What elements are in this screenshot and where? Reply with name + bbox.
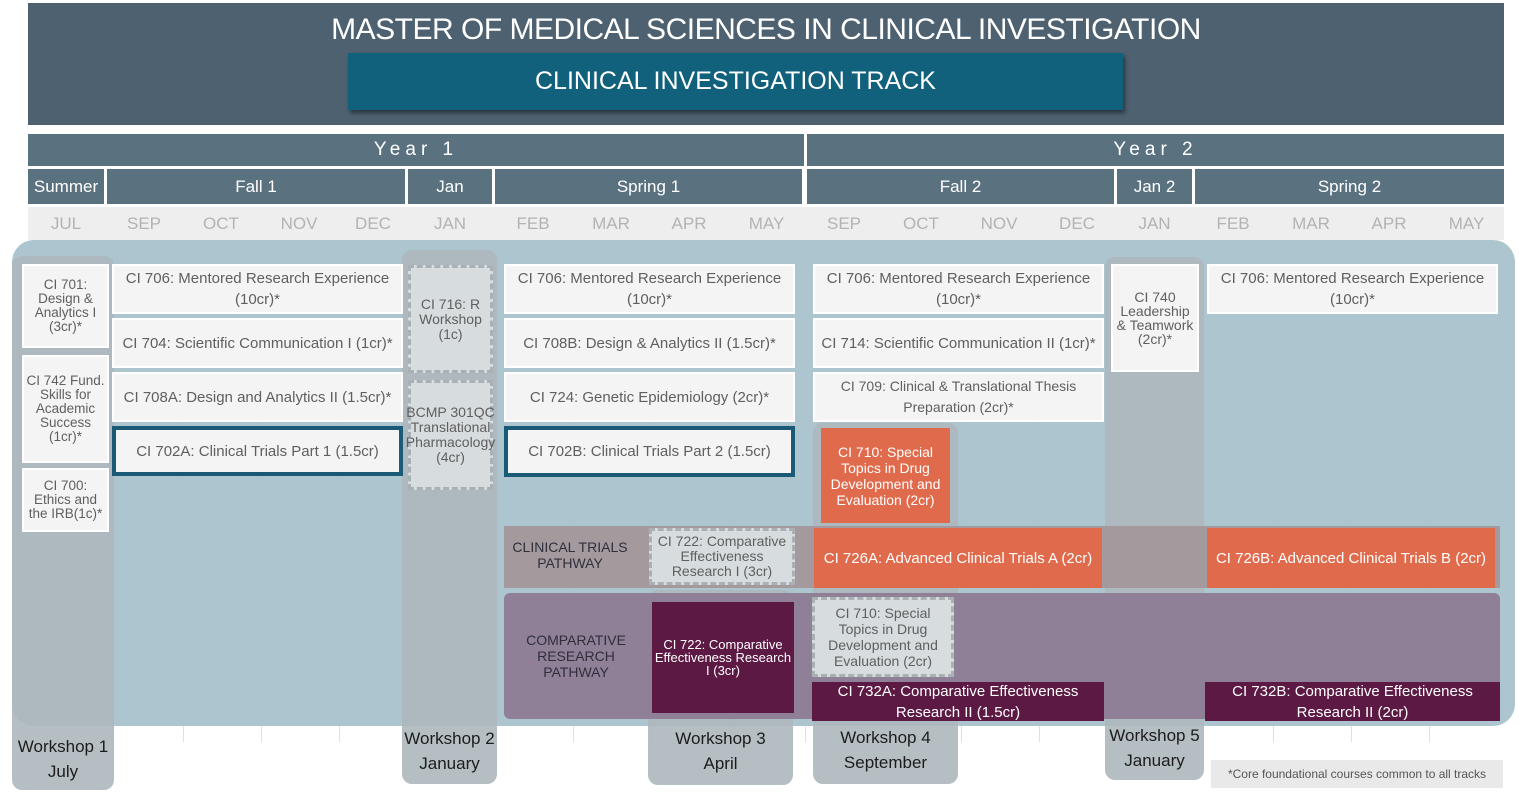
month-label: NOV: [980, 214, 1018, 233]
year-1-header: Year 1: [28, 134, 804, 166]
course-ci-716: CI 716: R Workshop (1c): [408, 265, 493, 373]
term-spring-2: Spring 2: [1195, 169, 1504, 204]
course-ci-732a: CI 732A: Comparative Effectiveness Resea…: [812, 682, 1104, 721]
workshop-2-name: Workshop 2: [404, 729, 495, 748]
course-ci-724: CI 724: Genetic Epidemiology (2cr)*: [504, 372, 795, 422]
term-jan: Jan: [408, 169, 492, 204]
workshop-4-month: September: [843, 753, 928, 772]
course-ci-742: CI 742 Fund. Skills for Academic Success…: [22, 355, 109, 463]
month-label: OCT: [203, 214, 239, 233]
workshop-1-month: July: [47, 762, 79, 781]
course-ci-706-fall-2: CI 706: Mentored Research Experience (10…: [813, 264, 1104, 314]
month-label: FEB: [1216, 214, 1250, 233]
workshop-1-name: Workshop 1: [17, 737, 109, 756]
clinical-trials-pathway-label: CLINICAL TRIALS PATHWAY: [512, 539, 628, 571]
workshop-4-label: Workshop 4 September: [813, 725, 958, 775]
course-ci-701: CI 701: Design & Analytics I (3cr)*: [22, 264, 109, 348]
year-2-header: Year 2: [807, 134, 1504, 166]
month-label: FEB: [516, 214, 550, 233]
month-label: MAY: [748, 214, 785, 233]
month-label: APR: [671, 214, 707, 233]
month-label: APR: [1371, 214, 1407, 233]
term-fall-1: Fall 1: [107, 169, 405, 204]
workshop-3-name: Workshop 3: [675, 729, 766, 748]
workshop-1-label: Workshop 1 July: [12, 734, 114, 784]
course-ci-706-spring-2: CI 706: Mentored Research Experience (10…: [1207, 264, 1498, 314]
workshop-2-month: January: [419, 754, 480, 773]
course-ci-732b: CI 732B: Comparative Effectiveness Resea…: [1205, 682, 1500, 721]
course-ci-722-comparative: CI 722: Comparative Effectiveness Resear…: [652, 602, 794, 713]
term-fall-2: Fall 2: [807, 169, 1114, 204]
course-ci-726a: CI 726A: Advanced Clinical Trials A (2cr…: [814, 528, 1102, 588]
workshop-4-name: Workshop 4: [840, 728, 931, 747]
month-label: DEC: [1059, 214, 1095, 233]
month-label: DEC: [355, 214, 391, 233]
month-label: MAR: [592, 214, 630, 233]
month-label: JUL: [50, 214, 82, 233]
month-label: MAY: [1448, 214, 1485, 233]
course-ci-700: CI 700: Ethics and the IRB(1c)*: [22, 468, 109, 532]
workshop-3-label: Workshop 3 April: [648, 726, 793, 776]
workshop-5-month: January: [1124, 751, 1185, 770]
month-label: SEP: [126, 214, 162, 233]
month-label: SEP: [826, 214, 862, 233]
workshop-5-name: Workshop 5: [1109, 726, 1200, 745]
workshop-3-month: April: [703, 754, 738, 773]
month-row: [28, 207, 1504, 240]
term-spring-1: Spring 1: [495, 169, 802, 204]
course-ci-722-clinical-trials: CI 722: Comparative Effectiveness Resear…: [649, 528, 795, 585]
course-ci-709: CI 709: Clinical & Translational Thesis …: [813, 372, 1104, 422]
month-label: NOV: [280, 214, 318, 233]
course-bcmp-301qc: BCMP 301QC Translational Pharmacology (4…: [406, 380, 495, 490]
course-ci-706-fall-1: CI 706: Mentored Research Experience (10…: [112, 264, 403, 314]
course-ci-726b: CI 726B: Advanced Clinical Trials B (2cr…: [1207, 528, 1495, 588]
month-label: OCT: [903, 214, 939, 233]
comparative-research-pathway-label: COMPARATIVE RESEARCH PATHWAY: [526, 632, 626, 680]
course-ci-708b: CI 708B: Design & Analytics II (1.5cr)*: [504, 318, 795, 368]
course-ci-706-spring-1: CI 706: Mentored Research Experience (10…: [504, 264, 795, 314]
term-jan-2: Jan 2: [1117, 169, 1192, 204]
workshop-2-label: Workshop 2 January: [402, 726, 497, 776]
footnote: *Core foundational courses common to all…: [1211, 760, 1503, 788]
course-ci-710-comparative: CI 710: Special Topics in Drug Developme…: [812, 597, 954, 677]
track-title: CLINICAL INVESTIGATION TRACK: [348, 53, 1123, 110]
month-label: JAN: [1138, 214, 1171, 233]
term-summer: Summer: [28, 169, 104, 204]
month-label: JAN: [433, 214, 467, 233]
workshop-5-label: Workshop 5 January: [1105, 723, 1204, 773]
course-ci-708a: CI 708A: Design and Analytics II (1.5cr)…: [112, 372, 403, 422]
course-ci-704: CI 704: Scientific Communication I (1cr)…: [112, 318, 403, 368]
course-ci-740: CI 740 Leadership & Teamwork (2cr)*: [1111, 264, 1199, 372]
course-ci-714: CI 714: Scientific Communication II (1cr…: [813, 318, 1104, 368]
course-ci-702a: CI 702A: Clinical Trials Part 1 (1.5cr): [112, 426, 403, 476]
course-ci-702b: CI 702B: Clinical Trials Part 2 (1.5cr): [504, 426, 795, 477]
program-title: MASTER OF MEDICAL SCIENCES IN CLINICAL I…: [331, 13, 1201, 46]
course-ci-710-clinical-trials: CI 710: Special Topics in Drug Developme…: [821, 428, 950, 523]
month-label: MAR: [1292, 214, 1330, 233]
